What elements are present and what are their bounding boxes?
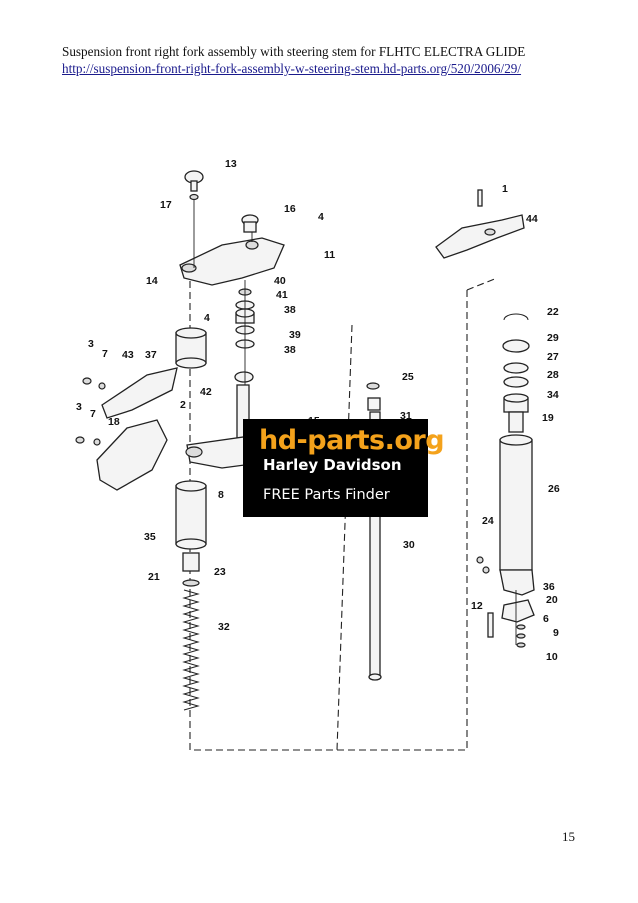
callout-6: 6 [543, 613, 549, 625]
callout-37: 37 [145, 349, 157, 361]
banner-line-2: FREE Parts Finder [263, 487, 390, 503]
banner-brand: hd-parts.org [259, 425, 445, 456]
callout-labels: 13 17 16 4 1 44 11 14 40 41 38 39 38 4 2… [76, 158, 560, 663]
callout-20: 20 [546, 594, 558, 606]
callout-13: 13 [225, 158, 237, 170]
callout-41: 41 [276, 289, 288, 301]
callout-16: 16 [284, 203, 296, 215]
banner-line-1: Harley Davidson [263, 456, 402, 474]
callout-26: 26 [548, 483, 560, 495]
callout-17: 17 [160, 199, 172, 211]
callout-1: 1 [502, 183, 508, 195]
callout-9: 9 [553, 627, 559, 639]
callout-2: 2 [180, 399, 186, 411]
callout-11: 11 [324, 249, 335, 261]
callout-24: 24 [482, 515, 494, 527]
source-link[interactable]: http://suspension-front-right-fork-assem… [62, 61, 522, 76]
callout-7b: 7 [90, 408, 96, 420]
callout-38b: 38 [284, 344, 296, 356]
callout-29: 29 [547, 332, 559, 344]
callout-43: 43 [122, 349, 134, 361]
callout-34: 34 [547, 389, 559, 401]
callout-23: 23 [214, 566, 226, 578]
callout-39: 39 [289, 329, 301, 341]
callout-25: 25 [402, 371, 414, 383]
callout-28: 28 [547, 369, 559, 381]
callout-27: 27 [547, 351, 559, 363]
hd-parts-banner[interactable]: hd-parts.org Harley Davidson FREE Parts … [243, 419, 445, 517]
callout-7: 7 [102, 348, 108, 360]
callout-18: 18 [108, 416, 120, 428]
callout-14: 14 [146, 275, 158, 287]
callout-42: 42 [200, 386, 212, 398]
callout-40: 40 [274, 275, 286, 287]
callout-44: 44 [526, 213, 538, 225]
callout-10: 10 [546, 651, 558, 663]
callout-32: 32 [218, 621, 230, 633]
callout-4b: 4 [204, 312, 210, 324]
callout-3b: 3 [76, 401, 82, 413]
callout-4: 4 [318, 211, 324, 223]
callout-3: 3 [88, 338, 94, 350]
callout-21: 21 [148, 571, 160, 583]
callout-30: 30 [403, 539, 415, 551]
callout-31: 31 [400, 410, 412, 422]
callout-36: 36 [543, 581, 555, 593]
page-number: 15 [562, 829, 575, 844]
callout-38: 38 [284, 304, 296, 316]
callout-19: 19 [542, 412, 554, 424]
callout-12: 12 [471, 600, 483, 612]
callout-22: 22 [547, 306, 559, 318]
document-title: Suspension front right fork assembly wit… [62, 44, 526, 59]
callout-8: 8 [218, 489, 224, 501]
exploded-parts-diagram: 13 17 16 4 1 44 11 14 40 41 38 39 38 4 2… [72, 150, 567, 755]
callout-35: 35 [144, 531, 156, 543]
